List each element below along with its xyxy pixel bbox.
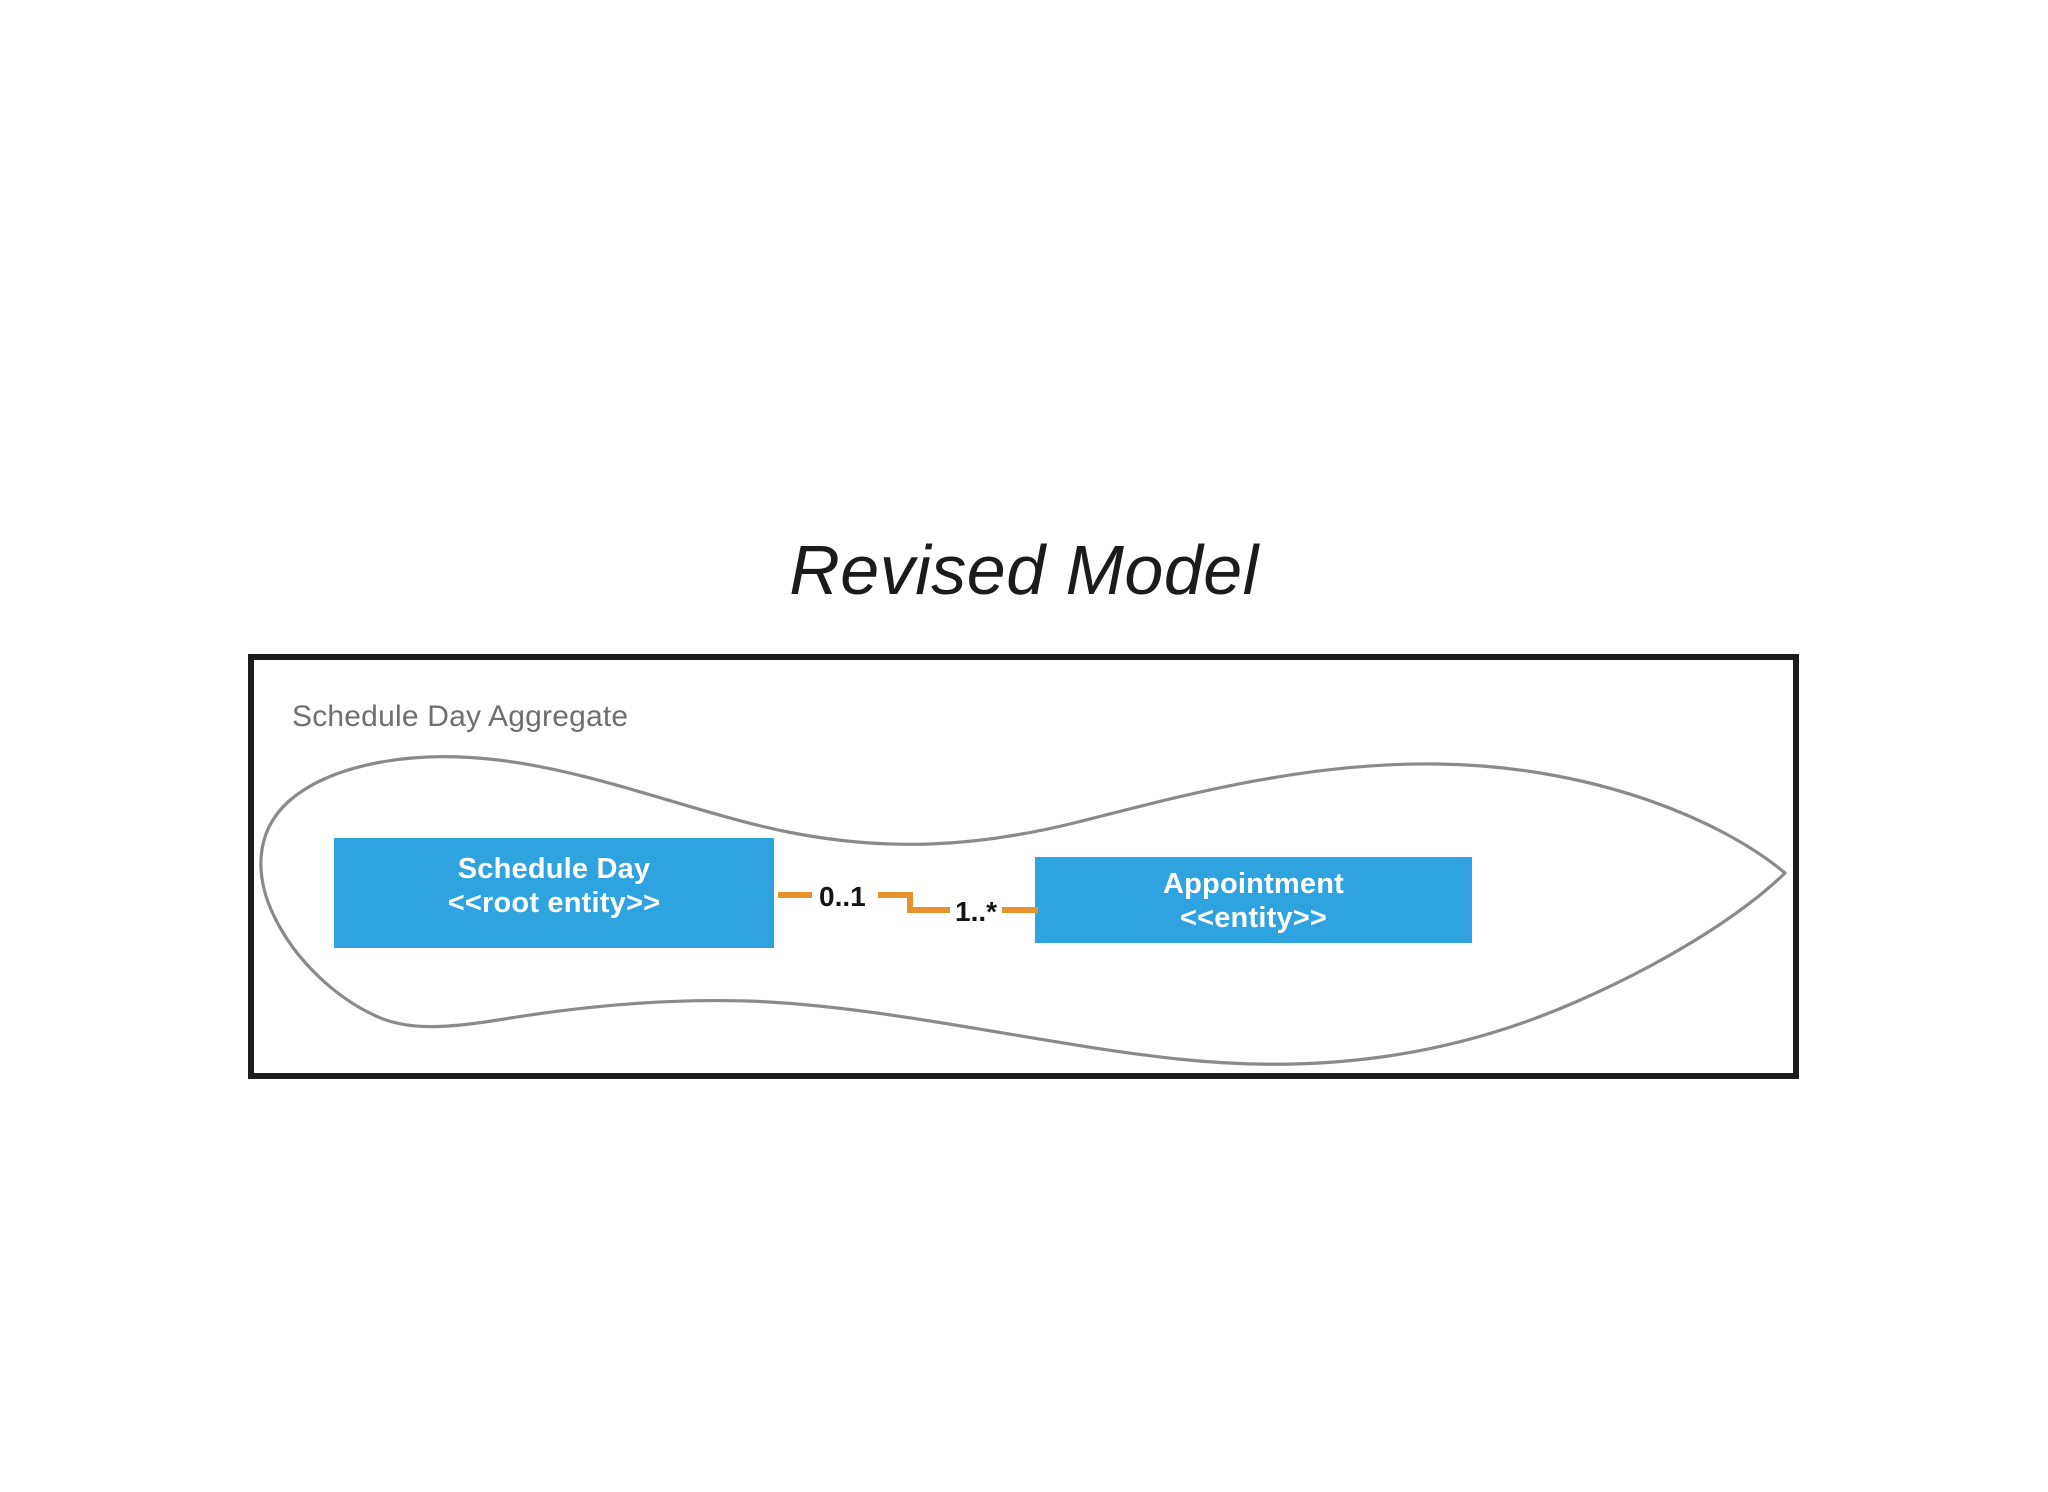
- entity-stereotype-appointment: <<entity>>: [1179, 902, 1328, 934]
- context-boundary-frame: [248, 654, 1799, 1079]
- entity-name-schedule-day: Schedule Day: [457, 853, 651, 885]
- page-title: Revised Model: [789, 531, 1259, 609]
- entity-box-schedule-day[interactable]: Schedule Day <<root entity>>: [334, 838, 774, 948]
- entity-box-appointment[interactable]: Appointment <<entity>>: [1035, 857, 1472, 943]
- entity-stereotype-schedule-day: <<root entity>>: [447, 887, 661, 919]
- multiplicity-source-label: 0..1: [819, 881, 866, 912]
- entity-name-appointment: Appointment: [1162, 868, 1344, 900]
- multiplicity-target-label: 1..*: [955, 896, 998, 927]
- aggregate-label: Schedule Day Aggregate: [292, 700, 629, 733]
